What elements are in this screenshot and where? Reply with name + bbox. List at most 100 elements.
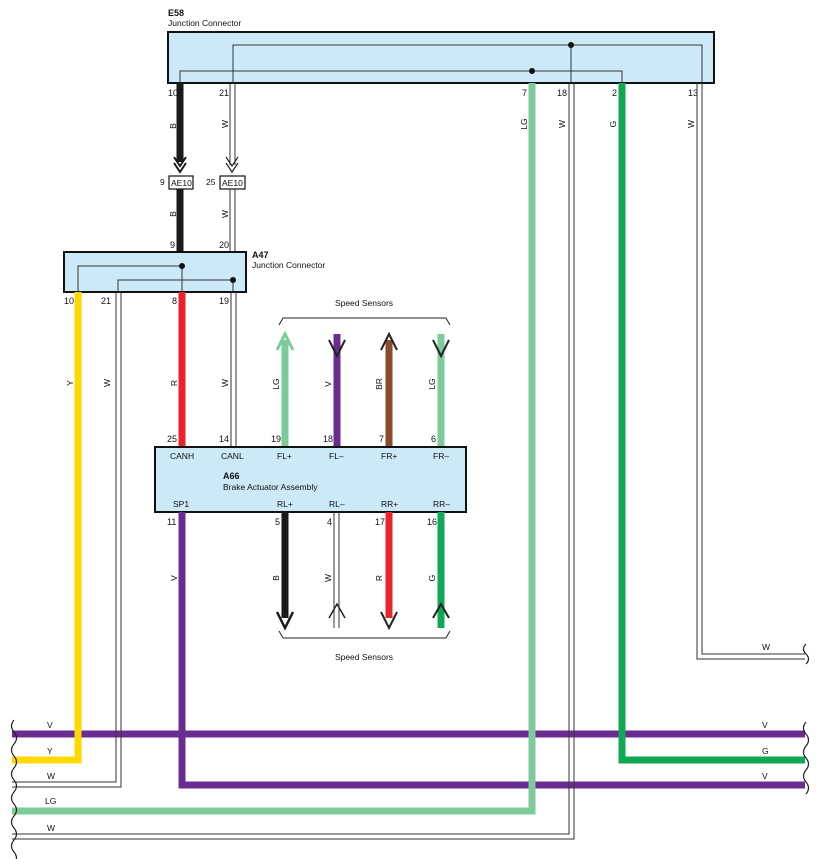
a66-pin-label: FL–: [329, 451, 344, 461]
wire-color-label: G: [608, 121, 618, 128]
a66-pin-num: 7: [379, 434, 384, 444]
a66-pin-label: FR+: [381, 451, 397, 461]
wire-color-label: G: [427, 575, 437, 582]
wire-color-label: R: [374, 575, 384, 581]
a47-box: [63, 251, 247, 293]
a66-brake-actuator-assembly: 25 14 19 18 7 6 CANH CANL FL+ FL– FR+ FR…: [154, 434, 467, 527]
e58-pin-7: 7: [522, 88, 527, 98]
sensor-arrow-up: [380, 331, 398, 351]
ae10-label-right: AE10: [222, 178, 243, 188]
a66-pin-num: 4: [327, 517, 332, 527]
wire-color-label: W: [47, 823, 55, 833]
a66-pin-num: 5: [275, 517, 280, 527]
wire-w-e58-18: [12, 83, 570, 835]
ae10-pin-25: 25: [206, 177, 216, 187]
e58-splice-dot: [529, 68, 535, 74]
a66-pin-label: FL+: [277, 451, 292, 461]
e58-pin-18: 18: [557, 88, 567, 98]
wire-color-label: W: [220, 379, 230, 387]
a47-to-a66-wires: R W: [169, 292, 237, 447]
wire-color-label: W: [686, 120, 696, 128]
a66-name: Brake Actuator Assembly: [223, 482, 318, 492]
a66-pin-num: 19: [271, 434, 281, 444]
break-marks: [10, 643, 810, 859]
ae10-pin-9: 9: [160, 177, 165, 187]
a66-pin-num: 18: [323, 434, 333, 444]
a66-pin-label: RR–: [433, 499, 450, 509]
sensor-arrow-down: [380, 611, 398, 631]
connector-chevron: [173, 162, 187, 174]
e58-splice-dot: [568, 42, 574, 48]
front-speed-sensors: Speed Sensors LG V BR LG: [271, 298, 451, 447]
a66-pin-num: 16: [427, 517, 437, 527]
e58-pin-2: 2: [612, 88, 617, 98]
wire-color-label: W: [557, 120, 567, 128]
a66-pin-label: SP1: [173, 499, 189, 509]
a66-pin-num: 25: [167, 434, 177, 444]
wire-color-label: Y: [65, 380, 75, 386]
wire-color-label: R: [169, 380, 179, 386]
wire-color-label: W: [220, 210, 230, 218]
a66-pin-num: 11: [167, 517, 176, 527]
e58-to-ae10-wires: B W: [168, 83, 239, 174]
ae10-label-left: AE10: [171, 178, 192, 188]
sensor-arrow-down: [328, 339, 346, 359]
a47-splice-dot: [179, 263, 185, 269]
e58-pin-10: 10: [168, 88, 178, 98]
e58-box: [167, 31, 715, 84]
e58-pin-21: 21: [219, 88, 229, 98]
wire-color-label: B: [168, 123, 178, 129]
wire-color-label: B: [271, 575, 281, 581]
ae10-connectors: 9 AE10 25 AE10: [160, 175, 246, 190]
wire-color-label: LG: [271, 378, 281, 389]
e58-name: Junction Connector: [168, 18, 241, 28]
break-mark-right: [802, 721, 810, 795]
sensor-arrow-up: [432, 601, 450, 619]
speed-sensors-label-bottom: Speed Sensors: [335, 652, 393, 662]
wire-color-label: V: [47, 720, 53, 730]
wire-color-label: V: [169, 575, 179, 581]
a47-internal-bus-a: [77, 265, 183, 292]
a66-pin-label: RL+: [277, 499, 293, 509]
wire-w-e58-18-edge: [12, 83, 575, 840]
a47-name: Junction Connector: [252, 260, 325, 270]
a66-pin-label: RR+: [381, 499, 398, 509]
sensor-arrow-up: [275, 330, 295, 351]
wire-v-sp1: [178, 512, 805, 789]
wire-w-e58-13: [696, 83, 805, 660]
break-mark-left: [10, 719, 18, 859]
wire-color-label: V: [762, 771, 768, 781]
wire-w-e58-13-edge: [701, 83, 805, 655]
wire-color-label: LG: [45, 796, 56, 806]
wire-color-label: LG: [519, 118, 529, 129]
connector-chevron: [173, 156, 187, 168]
a47-pin-10: 10: [64, 296, 74, 306]
wire-w-a47-21-edge: [12, 292, 122, 788]
a66-pin-label: CANH: [170, 451, 194, 461]
wire-color-label: W: [762, 642, 770, 652]
e58-id: E58: [168, 8, 184, 18]
a66-pin-label: RL–: [329, 499, 345, 509]
wire-color-label: LG: [427, 378, 437, 389]
wire-color-label: BR: [374, 378, 384, 390]
a47-pin-9: 9: [170, 240, 175, 250]
sensor-arrow-down: [275, 611, 295, 631]
e58-internal-bus-a2: [532, 70, 623, 83]
break-mark-right: [802, 643, 810, 665]
wire-color-label: W: [102, 379, 112, 387]
a66-pin-num: 6: [431, 434, 436, 444]
speed-sensors-label-top: Speed Sensors: [335, 298, 393, 308]
a47-pin-19: 19: [219, 296, 229, 306]
wire-color-label: Y: [47, 746, 53, 756]
sensor-arrow-down: [432, 339, 450, 359]
a47-internal-bus-b: [117, 279, 234, 292]
a66-id: A66: [223, 471, 240, 481]
wire-color-label: W: [220, 120, 230, 128]
a66-pin-label: CANL: [221, 451, 244, 461]
wire-color-label: G: [762, 746, 769, 756]
a66-pin-num: 17: [375, 517, 385, 527]
a66-pin-label: FR–: [433, 451, 449, 461]
speed-sensors-bracket-top: [278, 317, 451, 326]
connector-chevron: [225, 162, 239, 174]
connector-chevron: [225, 156, 239, 168]
